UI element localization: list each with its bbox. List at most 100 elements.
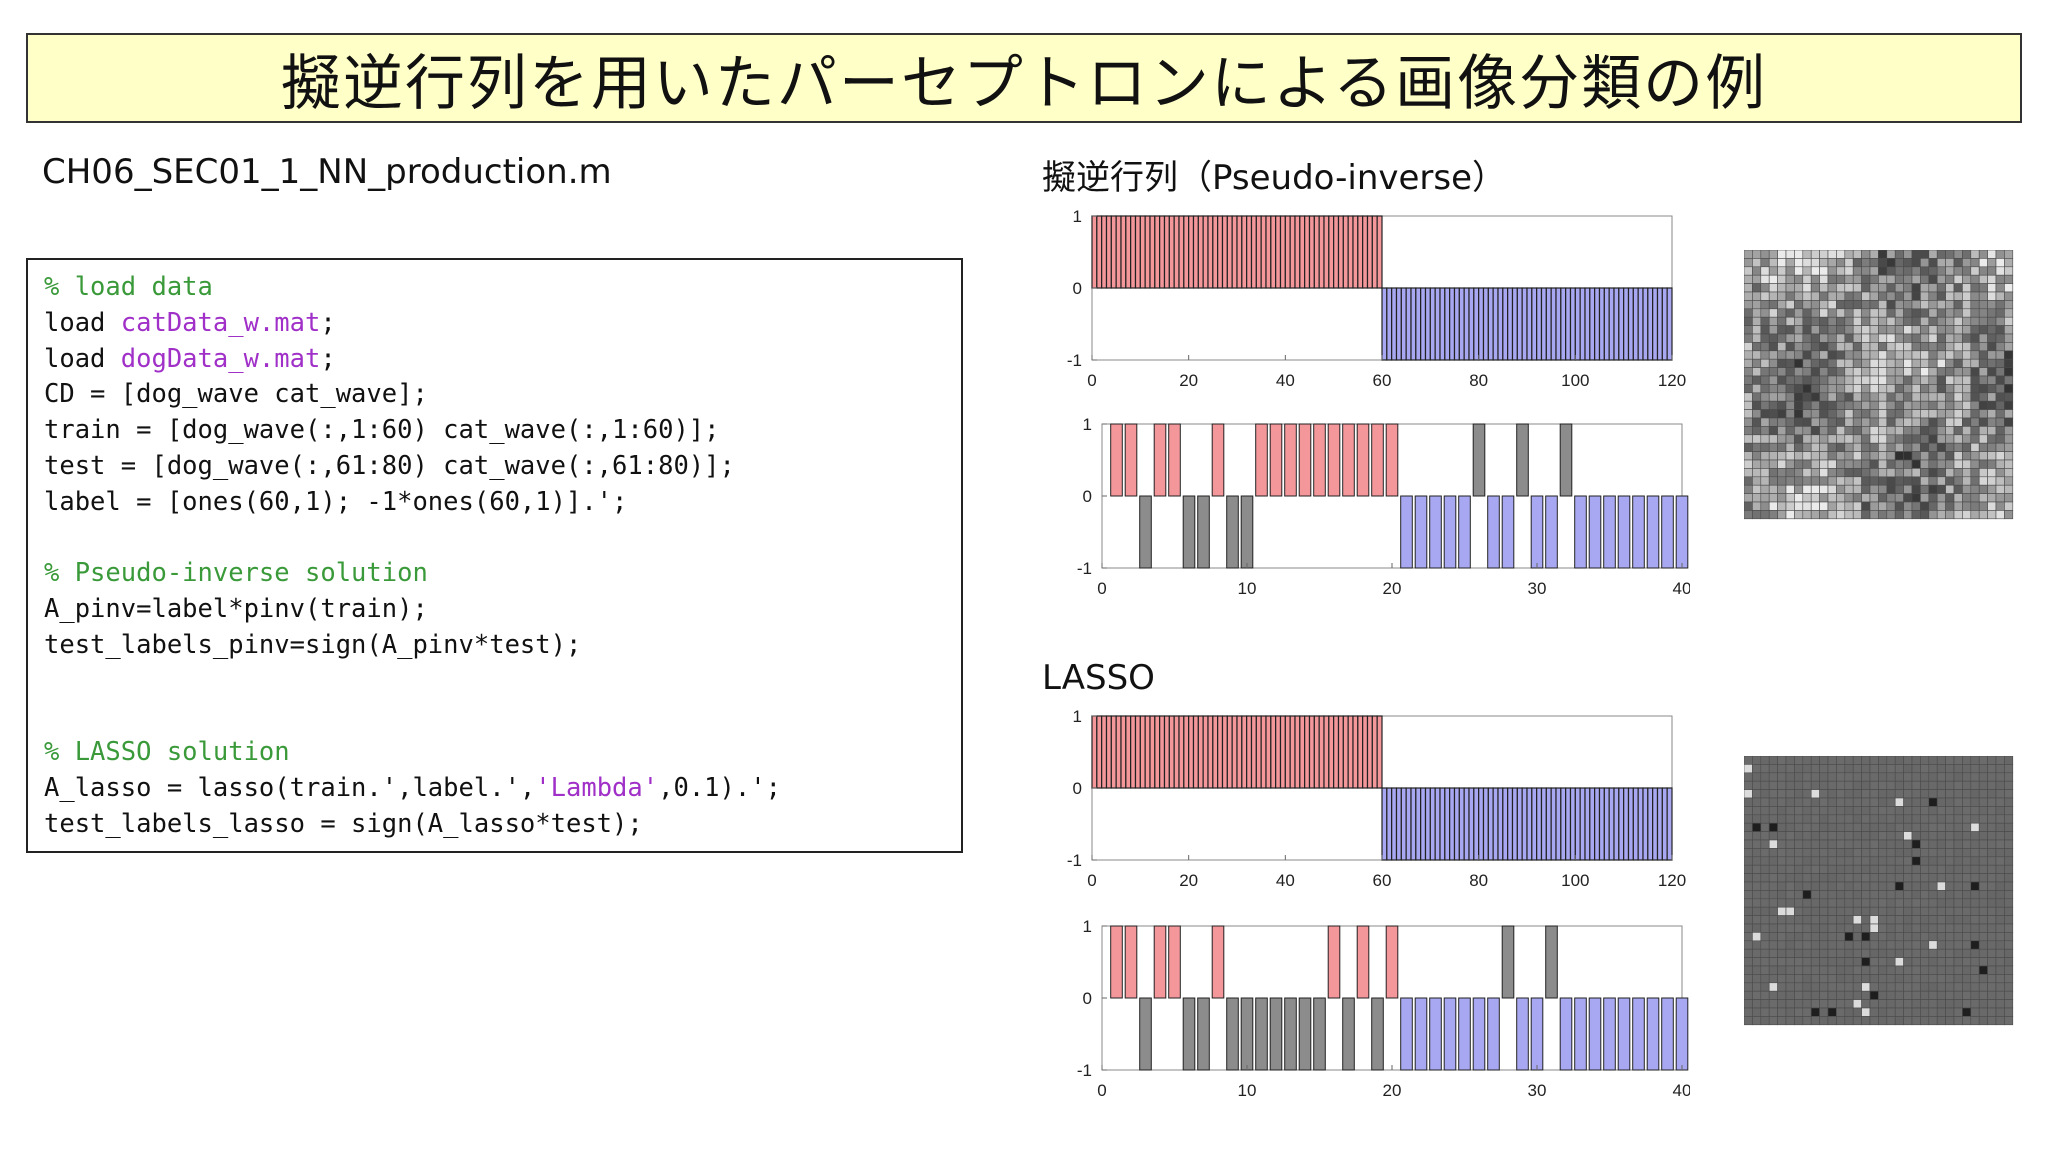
pixel xyxy=(1827,898,1837,908)
pixel xyxy=(1794,831,1804,841)
pixel xyxy=(1911,915,1921,925)
pixel xyxy=(2004,308,2014,318)
pixel xyxy=(1777,764,1787,774)
pixel xyxy=(1945,476,1955,486)
pixel xyxy=(1752,325,1762,335)
pixel xyxy=(1844,409,1854,419)
pixel xyxy=(1970,459,1980,469)
pixel xyxy=(1953,1016,1963,1026)
pixel xyxy=(1970,1016,1980,1026)
y-tick-label: 0 xyxy=(1073,779,1082,798)
pixel xyxy=(1844,999,1854,1009)
pixel xyxy=(1810,797,1820,807)
pixel xyxy=(1827,772,1837,782)
pixel xyxy=(1911,1007,1921,1017)
x-tick-label: 100 xyxy=(1561,871,1589,890)
pixel xyxy=(1852,392,1862,402)
pixel xyxy=(1819,881,1829,891)
pixel xyxy=(1911,965,1921,975)
pixel xyxy=(1802,300,1812,310)
pixel xyxy=(1903,806,1913,816)
pixel xyxy=(1836,325,1846,335)
pixel xyxy=(2004,291,2014,301)
pixel xyxy=(1744,1016,1753,1026)
lasso-weights-image xyxy=(1744,756,2014,1026)
pixel xyxy=(2004,250,2014,259)
pixel xyxy=(1962,839,1972,849)
pixel xyxy=(1878,367,1888,377)
pixel xyxy=(1819,451,1829,461)
pixel xyxy=(1844,493,1854,503)
pixel xyxy=(1760,898,1770,908)
pixel xyxy=(1894,501,1904,511)
pixel xyxy=(1886,325,1896,335)
pixel xyxy=(1995,308,2005,318)
bar xyxy=(1328,215,1335,289)
pixel xyxy=(1894,780,1904,790)
pixel xyxy=(1852,274,1862,284)
pixel xyxy=(1768,510,1778,520)
bar xyxy=(1646,495,1660,569)
pixel xyxy=(1920,932,1930,942)
pixel xyxy=(2004,468,2014,478)
code-line: load catData_w.mat; xyxy=(44,306,961,342)
pixel xyxy=(1861,822,1871,832)
pixel xyxy=(1886,333,1896,343)
pixel xyxy=(2004,856,2014,866)
pixel xyxy=(1869,990,1879,1000)
pixel xyxy=(1744,831,1753,841)
pixel xyxy=(1752,316,1762,326)
pixel xyxy=(1894,384,1904,394)
bar xyxy=(1569,287,1576,361)
pixel xyxy=(1978,291,1988,301)
pixel xyxy=(1911,906,1921,916)
pixel xyxy=(1945,468,1955,478)
pixel xyxy=(1744,283,1753,293)
pixel xyxy=(1878,906,1888,916)
pixel xyxy=(1936,932,1946,942)
pixel xyxy=(1768,789,1778,799)
pixel xyxy=(1752,291,1762,301)
pixel xyxy=(1962,501,1972,511)
pixel xyxy=(1844,325,1854,335)
pixel xyxy=(1827,400,1837,410)
pixel xyxy=(1920,367,1930,377)
pixel xyxy=(1894,839,1904,849)
pixel xyxy=(1768,333,1778,343)
pixel xyxy=(1995,780,2005,790)
pixel xyxy=(1962,316,1972,326)
pixel xyxy=(1970,898,1980,908)
pixel xyxy=(1962,772,1972,782)
pixel xyxy=(1970,434,1980,444)
code-token: test_labels_lasso = sign(A_lasso*test); xyxy=(44,808,643,839)
pixel xyxy=(1936,367,1946,377)
pixel xyxy=(2004,300,2014,310)
pixel xyxy=(1819,316,1829,326)
pixel xyxy=(1785,856,1795,866)
pixel xyxy=(1785,258,1795,268)
pixel xyxy=(1852,342,1862,352)
pixel xyxy=(1995,325,2005,335)
pixel xyxy=(1777,426,1787,436)
pixel xyxy=(1978,342,1988,352)
bar xyxy=(1173,715,1180,789)
pixel xyxy=(1836,291,1846,301)
pixel xyxy=(1760,856,1770,866)
bar xyxy=(1449,287,1456,361)
pixel xyxy=(1836,417,1846,427)
pixel xyxy=(1920,814,1930,824)
pixel xyxy=(1794,291,1804,301)
pixel xyxy=(1861,258,1871,268)
pixel xyxy=(1920,451,1930,461)
pixel xyxy=(1768,274,1778,284)
pixel xyxy=(1794,822,1804,832)
pixel xyxy=(1911,468,1921,478)
pixel xyxy=(1945,426,1955,436)
pixel xyxy=(1878,250,1888,259)
pixel xyxy=(1995,839,2005,849)
pixel xyxy=(1810,325,1820,335)
pixel xyxy=(1911,392,1921,402)
pixel xyxy=(1953,881,1963,891)
y-tick-label: 0 xyxy=(1083,989,1092,1008)
pixel xyxy=(1987,873,1997,883)
